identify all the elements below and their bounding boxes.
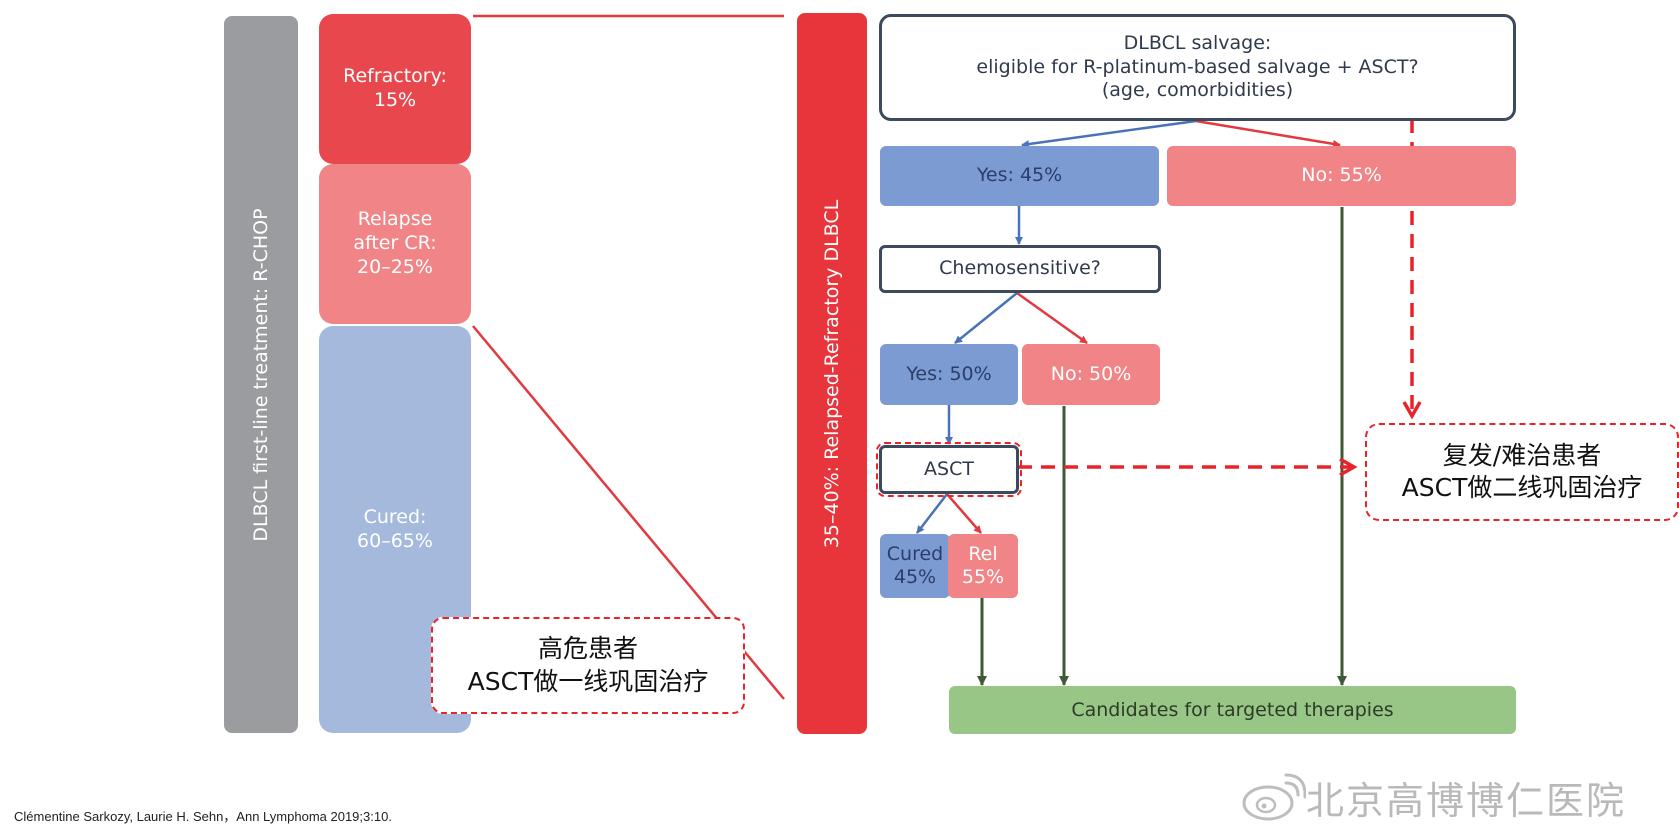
relapsed-refractory-bar: 35–40%: Relapsed-Refractory DLBCL: [797, 13, 867, 734]
cured-label: Cured:: [363, 505, 427, 528]
salvage-criteria: (age, comorbidities): [1101, 79, 1294, 102]
arrow-salvage-no: [1195, 119, 1341, 148]
yes-50-box: Yes: 50%: [880, 344, 1018, 405]
no-50-box: No: 50%: [1022, 344, 1160, 405]
relapse-value: 20–25%: [357, 255, 433, 278]
no-55-box: No: 55%: [1167, 146, 1516, 206]
rel-55-box: Rel 55%: [948, 534, 1018, 598]
relapse-label-1: Relapse: [357, 208, 433, 231]
refractory-label: Refractory:: [343, 65, 447, 88]
relapsed-note: 复发/难治患者 ASCT做二线巩固治疗: [1365, 423, 1679, 521]
salvage-eligibility-box: DLBCL salvage: eligible for R-platinum-b…: [879, 14, 1516, 121]
cured-value: 60–65%: [357, 529, 433, 552]
asct-label: ASCT: [924, 457, 974, 480]
no-55-label: No: 55%: [1301, 164, 1382, 187]
high-risk-title: 高危患者: [537, 634, 638, 663]
targeted-therapies-label: Candidates for targeted therapies: [1071, 699, 1394, 721]
no-50-label: No: 50%: [1050, 362, 1132, 385]
chemosensitive-box: Chemosensitive?: [879, 245, 1161, 293]
yes-45-box: Yes: 45%: [880, 146, 1159, 206]
salvage-title: DLBCL salvage:: [1123, 31, 1272, 54]
refractory-value: 15%: [373, 89, 417, 111]
arrow-salvage-yes: [1021, 119, 1197, 149]
citation: Clémentine Sarkozy, Laurie H. Sehn，Ann L…: [14, 809, 392, 824]
high-risk-detail: ASCT做一线巩固治疗: [467, 666, 709, 696]
weibo-watermark: 北京高博博仁医院: [1240, 770, 1626, 825]
cured-45-value: 45%: [893, 566, 937, 588]
relapse-label-2: after CR:: [353, 232, 437, 255]
cured-45-box: Cured 45%: [880, 534, 950, 598]
relapse-box: Relapse after CR: 20–25%: [319, 164, 471, 324]
salvage-question: eligible for R-platinum-based salvage + …: [976, 55, 1419, 78]
yes-50-label: Yes: 50%: [906, 362, 992, 385]
rel-55-value: 55%: [961, 566, 1005, 588]
relapsed-detail: ASCT做二线巩固治疗: [1401, 473, 1643, 502]
rel-55-label: Rel: [968, 542, 998, 565]
weibo-icon: [1242, 773, 1306, 820]
arrow-chemo-no: [1016, 291, 1088, 345]
first-line-treatment-bar: DLBCL first-line treatment: R-CHOP: [224, 16, 298, 733]
targeted-therapies-box: Candidates for targeted therapies: [949, 686, 1516, 734]
arrow-asct-cured: [916, 493, 948, 534]
arrow-chemo-yes: [954, 292, 1018, 344]
yes-45-label: Yes: 45%: [976, 164, 1063, 187]
high-risk-note: 高危患者 ASCT做一线巩固治疗: [431, 617, 745, 714]
chemosensitive-label: Chemosensitive?: [939, 257, 1101, 280]
watermark-text: 北京高博博仁医院: [1306, 779, 1627, 823]
cured-45-label: Cured: [886, 542, 944, 565]
refractory-box: Refractory: 15%: [319, 14, 471, 164]
asct-box: ASCT: [876, 442, 1022, 497]
relapsed-title: 复发/难治患者: [1442, 440, 1602, 470]
arrow-asct-rel: [946, 493, 982, 534]
